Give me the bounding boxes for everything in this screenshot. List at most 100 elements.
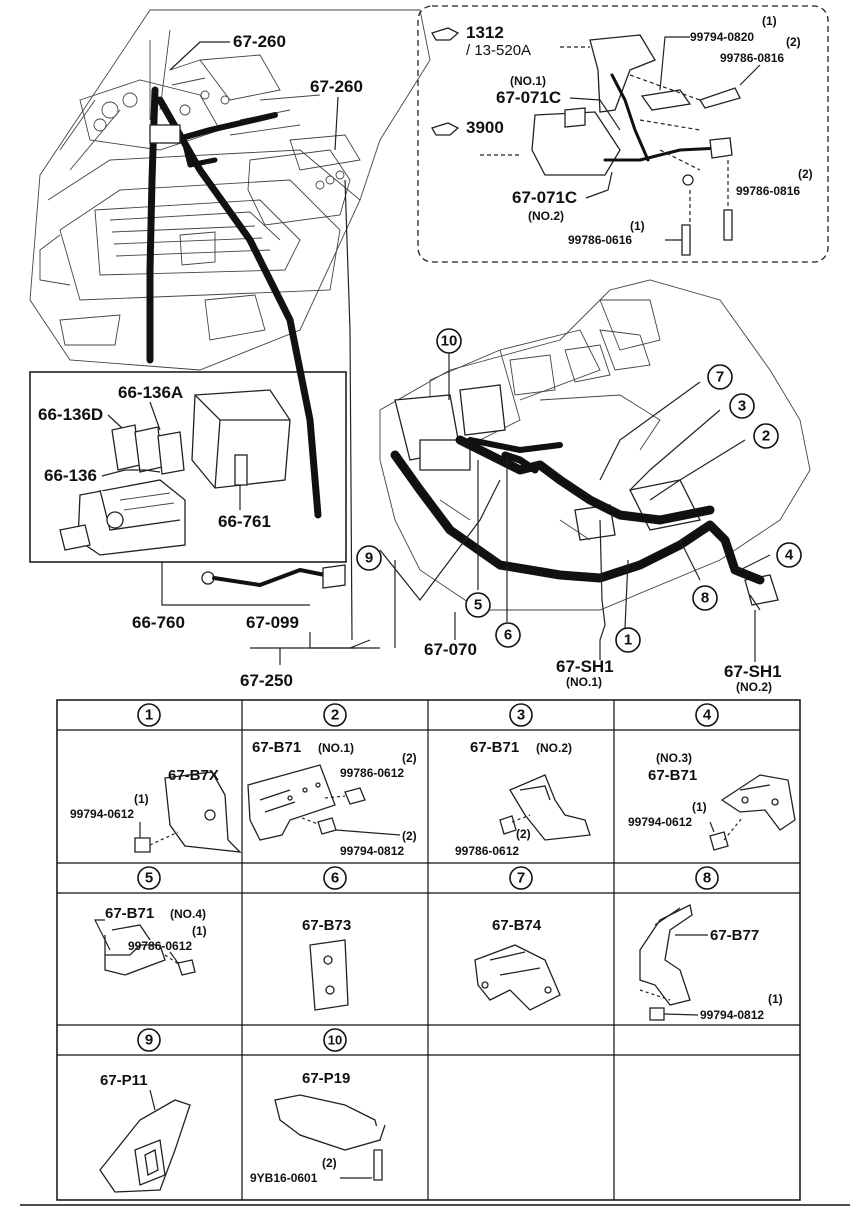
svg-text:2: 2 [331,707,339,724]
svg-text:(1): (1) [134,792,149,806]
callout-2: 2 [753,423,779,449]
cell-10-content: 67-P19 (2) 9YB16-0601 [250,1070,386,1185]
detail-box-drawing [431,27,741,256]
bolt-99786-0616-qty: (1) [630,219,645,233]
cell-3-header: 3 [509,703,533,727]
label-66-136a: 66-136A [118,383,183,402]
svg-text:99786-0612: 99786-0612 [340,766,404,780]
label-67-sh1-no1-tag: (NO.1) [566,675,602,689]
bolt-99786-0616: 99786-0616 [568,233,632,247]
label-66-136: 66-136 [44,466,97,485]
svg-text:(1): (1) [768,992,783,1006]
svg-text:9: 9 [365,550,373,567]
svg-text:8: 8 [703,870,711,887]
svg-text:4: 4 [703,707,712,724]
svg-text:(NO.4): (NO.4) [170,907,206,921]
svg-text:67-P11: 67-P11 [100,1072,148,1089]
svg-text:99794-0612: 99794-0612 [628,815,692,829]
ref-13-520a: / 13-520A [466,42,531,59]
cell-4-header: 4 [695,703,719,727]
svg-text:2: 2 [762,428,770,445]
cell-9-header: 9 [137,1028,161,1052]
svg-text:67-B71: 67-B71 [105,905,154,922]
label-66-761: 66-761 [218,512,271,531]
callout-8: 8 [692,585,718,611]
svg-text:(1): (1) [692,800,707,814]
label-67-sh1-no1: 67-SH1 [556,657,614,676]
label-67-071c-no1: 67-071C [496,88,561,107]
bolt-99794-0820: 99794-0820 [690,30,754,44]
fuse-box-drawing [59,389,291,556]
svg-text:(1): (1) [192,924,207,938]
cell-7-header: 7 [509,866,533,890]
cell-7-content: 67-B74 [474,917,561,1011]
svg-text:3: 3 [517,707,525,724]
bolt-99794-0820-qty: (1) [762,14,777,28]
svg-text:67-B77: 67-B77 [710,927,759,944]
svg-text:10: 10 [441,333,458,350]
cell-9-content: 67-P11 [99,1072,191,1193]
bolt-99786-0816-b-qty: (2) [798,167,813,181]
cell-8-header: 8 [695,866,719,890]
svg-text:(2): (2) [402,829,417,843]
label-67-250: 67-250 [240,671,293,690]
svg-text:99794-0812: 99794-0812 [700,1008,764,1022]
svg-text:99794-0612: 99794-0612 [70,807,134,821]
callout-5: 5 [465,592,491,618]
label-67-260-top: 67-260 [233,32,286,51]
callout-9: 9 [356,545,382,571]
cell-10-header: 10 [323,1028,347,1052]
bolt-99786-0816-a: 99786-0816 [720,51,784,65]
label-67-sh1-no2-tag: (NO.2) [736,680,772,694]
svg-text:67-B71: 67-B71 [470,739,519,756]
ref-3900: 3900 [466,118,504,137]
label-67-070: 67-070 [424,640,477,659]
callout-4: 4 [776,542,802,568]
svg-text:67-B71: 67-B71 [252,739,301,756]
cell-5-content: 67-B71 (NO.4) (1) 99786-0612 [94,905,207,976]
callout-6: 6 [495,622,521,648]
svg-text:(NO.3): (NO.3) [656,751,692,765]
bolt-99786-0816-a-qty: (2) [786,35,801,49]
label-66-760: 66-760 [132,613,185,632]
bolt-99786-0816-b: 99786-0816 [736,184,800,198]
svg-text:6: 6 [331,870,339,887]
svg-text:9: 9 [145,1032,153,1049]
svg-text:1: 1 [624,632,632,649]
svg-text:5: 5 [145,870,153,887]
svg-text:99786-0612: 99786-0612 [455,844,519,858]
cell-6-header: 6 [323,866,347,890]
callout-1: 1 [615,627,641,653]
svg-text:(2): (2) [322,1156,337,1170]
label-67-071c-no2: 67-071C [512,188,577,207]
svg-text:67-P19: 67-P19 [302,1070,350,1087]
cell-1-content: 67-B7X (1) 99794-0612 [70,767,242,853]
label-66-136d: 66-136D [38,405,103,424]
svg-text:4: 4 [785,547,794,564]
harness-illustration [379,279,811,626]
svg-text:7: 7 [716,369,724,386]
cell-5-header: 5 [137,866,161,890]
no1-tag: (NO.1) [510,74,546,88]
svg-text:1: 1 [145,707,153,724]
parts-grid [56,699,801,1201]
svg-text:5: 5 [474,597,482,614]
cell-8-content: 67-B77 (1) 99794-0812 [639,904,783,1022]
svg-text:9YB16-0601: 9YB16-0601 [250,1171,318,1185]
svg-text:(NO.1): (NO.1) [318,741,354,755]
fuse-box-inset [29,371,347,563]
svg-text:67-B7X: 67-B7X [168,767,219,784]
svg-text:67-B73: 67-B73 [302,917,351,934]
svg-text:(2): (2) [402,751,417,765]
ref-1312: 1312 [466,23,504,42]
svg-text:6: 6 [504,627,512,644]
detail-box [417,5,829,263]
label-67-099: 67-099 [246,613,299,632]
svg-text:67-B71: 67-B71 [648,767,697,784]
svg-text:99794-0812: 99794-0812 [340,844,404,858]
svg-text:(NO.2): (NO.2) [536,741,572,755]
svg-text:7: 7 [517,870,525,887]
svg-text:67-B74: 67-B74 [492,917,542,934]
label-67-sh1-no2: 67-SH1 [724,662,782,681]
